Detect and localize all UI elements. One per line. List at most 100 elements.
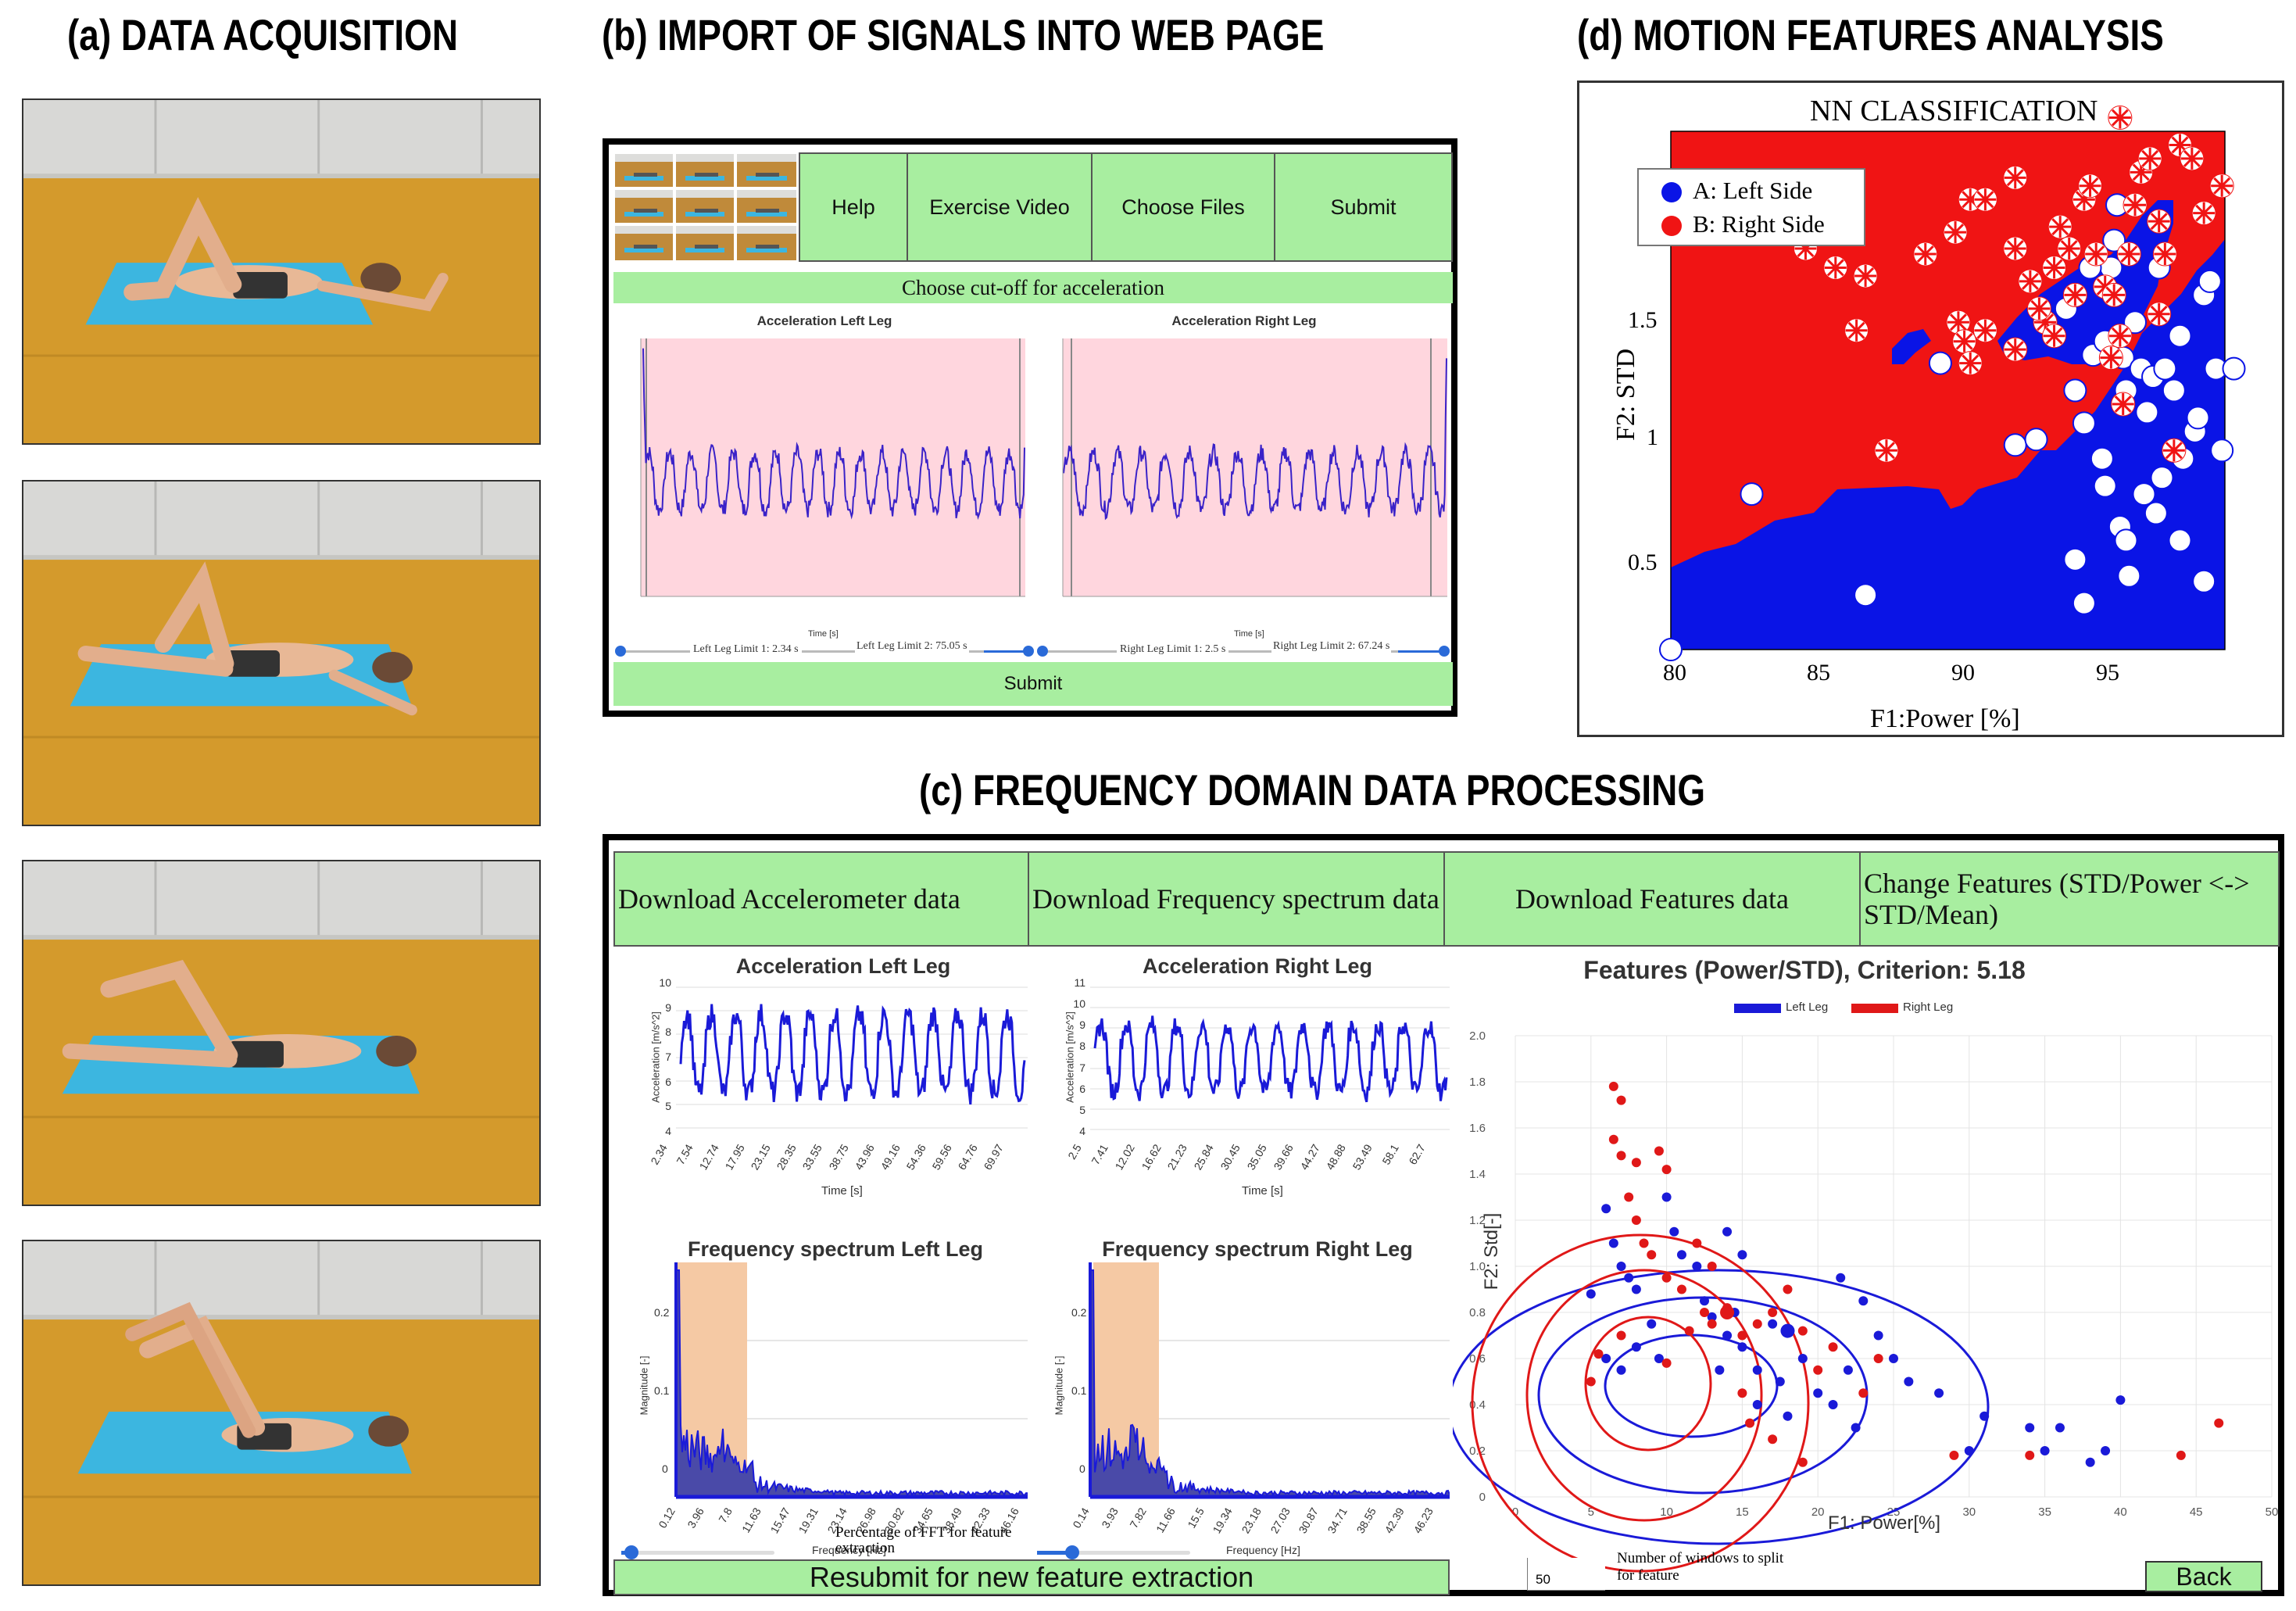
b-chart-right-title: Acceleration Right Leg bbox=[1171, 313, 1317, 328]
scatter-point bbox=[1676, 1284, 1686, 1294]
nn-point-right bbox=[2057, 236, 2082, 261]
scatter-point bbox=[1737, 1388, 1747, 1398]
c-fft-left-plot bbox=[674, 1262, 1028, 1499]
scatter-point bbox=[1647, 1250, 1657, 1260]
tick-label: 42.39 bbox=[1382, 1505, 1407, 1536]
features-ylabel: F2: Std[-] bbox=[1481, 1212, 1502, 1291]
c-fft-right-ylabel: Magnitude [-] bbox=[1053, 1355, 1065, 1416]
tick-label: 33.55 bbox=[799, 1142, 825, 1172]
submit-bottom-button[interactable]: Submit bbox=[613, 662, 1453, 706]
nn-point-right bbox=[1913, 242, 1938, 267]
scatter-point bbox=[1813, 1365, 1823, 1375]
left-slider-handle-1[interactable] bbox=[615, 646, 626, 657]
c-fft-left-ylabel: Magnitude [-] bbox=[638, 1355, 650, 1416]
fft-left-slider-handle[interactable] bbox=[624, 1545, 638, 1559]
c-fft-left-title: Frequency spectrum Left Leg bbox=[687, 1237, 984, 1261]
scatter-point bbox=[1639, 1238, 1649, 1248]
nn-point-left bbox=[2093, 474, 2117, 498]
scatter-point bbox=[2040, 1446, 2050, 1455]
tick-label: 10 bbox=[1073, 997, 1085, 1011]
tick-label: 9 bbox=[665, 1001, 671, 1014]
nn-point-right bbox=[2101, 282, 2126, 307]
nn-point-left bbox=[2150, 466, 2174, 490]
scatter-point bbox=[1700, 1308, 1709, 1317]
nn-ytick-3: 0.5 bbox=[1628, 550, 1658, 575]
download-accelerometer-button[interactable]: Download Accelerometer data bbox=[613, 851, 1029, 947]
fft-left-slider[interactable] bbox=[621, 1545, 774, 1559]
scatter-point bbox=[1608, 1238, 1618, 1248]
tick-label: 44.27 bbox=[1297, 1142, 1322, 1172]
tick-label: 30.87 bbox=[1296, 1505, 1321, 1536]
c-fft-right-ytick-2: 0.1 bbox=[1071, 1384, 1087, 1397]
right-slider-handle-2[interactable] bbox=[1439, 646, 1450, 657]
scatter-point bbox=[1858, 1388, 1869, 1398]
features-xtick: 5 bbox=[1588, 1505, 1594, 1519]
fft-right-slider-handle[interactable] bbox=[1065, 1545, 1079, 1559]
nn-point-left bbox=[2153, 356, 2177, 381]
scatter-point bbox=[2055, 1423, 2065, 1433]
left-limit-2: Left Leg Limit 2: 75.05 s bbox=[855, 640, 969, 653]
tick-label: 7.54 bbox=[674, 1142, 696, 1167]
scatter-point bbox=[1692, 1238, 1702, 1248]
right-limit-2: Right Leg Limit 2: 67.24 s bbox=[1271, 640, 1392, 653]
fft-right-slider[interactable] bbox=[1037, 1545, 1190, 1559]
exercise-thumbnails bbox=[613, 152, 798, 262]
download-features-button[interactable]: Download Features data bbox=[1443, 851, 1861, 947]
nn-point-right bbox=[2042, 324, 2067, 349]
right-range-slider[interactable] bbox=[1037, 645, 1450, 657]
scatter-point bbox=[1722, 1330, 1733, 1341]
features-xtick: 20 bbox=[1811, 1505, 1825, 1519]
nn-point-right bbox=[2116, 242, 2141, 267]
tick-label: 39.66 bbox=[1271, 1142, 1296, 1172]
nn-point-right bbox=[1952, 329, 1977, 354]
nn-classification-figure: NN CLASSIFICATION A: Left Side B: Right … bbox=[1577, 81, 2284, 737]
tick-label: 62.7 bbox=[1406, 1142, 1428, 1167]
nn-point-right bbox=[2003, 236, 2028, 261]
nn-point-right bbox=[2042, 255, 2067, 280]
nn-point-left bbox=[1740, 482, 1764, 507]
left-slider-handle-2[interactable] bbox=[1023, 646, 1034, 657]
nn-point-right bbox=[1972, 187, 1997, 212]
scatter-point bbox=[1797, 1326, 1808, 1336]
scatter-point bbox=[1858, 1296, 1869, 1306]
nn-legend-b: B: Right Side bbox=[1693, 210, 1825, 238]
download-frequency-button[interactable]: Download Frequency spectrum data bbox=[1028, 851, 1445, 947]
right-slider-handle-1[interactable] bbox=[1037, 646, 1048, 657]
tick-label: 30.45 bbox=[1218, 1142, 1243, 1172]
left-range-slider[interactable] bbox=[615, 645, 1034, 657]
legend-right-label: Right Leg bbox=[1903, 1001, 1954, 1014]
c-accel-right-ylabel: Acceleration [m/s^2] bbox=[1064, 1011, 1076, 1103]
features-ytick: 0 bbox=[1479, 1491, 1486, 1504]
nn-point-right bbox=[2152, 242, 2177, 267]
change-features-button[interactable]: Change Features (STD/Power <-> STD/Mean) bbox=[1859, 851, 2280, 947]
scatter-point bbox=[1616, 1365, 1626, 1375]
scatter-point bbox=[1624, 1273, 1634, 1283]
nn-point-right bbox=[1823, 255, 1848, 280]
features-xtick: 40 bbox=[2114, 1505, 2127, 1519]
nn-xtick-4: 95 bbox=[2096, 660, 2119, 686]
scatter-point bbox=[1661, 1165, 1672, 1175]
windows-input[interactable] bbox=[1527, 1558, 1605, 1591]
b-chart-left-title: Acceleration Left Leg bbox=[756, 313, 892, 328]
tick-label: 19.31 bbox=[796, 1505, 821, 1536]
features-xlabel: F1: Power[%] bbox=[1828, 1513, 1941, 1534]
legend-b-dot bbox=[1661, 216, 1682, 236]
tick-label: 34.71 bbox=[1325, 1505, 1350, 1536]
nn-ylabel: F2: STD bbox=[1611, 348, 1640, 442]
tick-label: 12.02 bbox=[1112, 1142, 1137, 1172]
fft-slider-label: Percentage of FFT for feature extraction bbox=[835, 1524, 1012, 1556]
submit-top-button[interactable]: Submit bbox=[1274, 152, 1453, 262]
features-xtick: 50 bbox=[2266, 1505, 2279, 1519]
scatter-point bbox=[1797, 1457, 1808, 1467]
nn-point-right bbox=[2003, 165, 2028, 190]
exercise-video-button[interactable]: Exercise Video bbox=[907, 152, 1093, 262]
help-button[interactable]: Help bbox=[799, 152, 908, 262]
back-button[interactable]: Back bbox=[2145, 1561, 2262, 1592]
scatter-point bbox=[1964, 1446, 1974, 1455]
choose-files-button[interactable]: Choose Files bbox=[1091, 152, 1275, 262]
nn-point-right bbox=[1972, 318, 1997, 343]
resubmit-button[interactable]: Resubmit for new feature extraction bbox=[613, 1559, 1450, 1595]
legend-right-swatch bbox=[1851, 1004, 1898, 1013]
c-fft-right-ytick-1: 0.2 bbox=[1071, 1306, 1087, 1319]
